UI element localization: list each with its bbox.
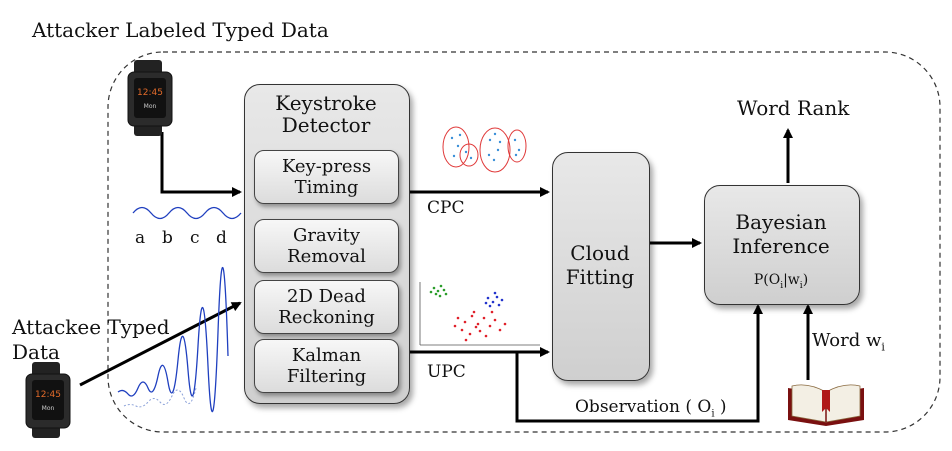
letter-d: d — [216, 228, 227, 248]
cloud-fitting-title: Cloud Fitting — [565, 241, 635, 289]
module-keypress-timing: Key-press Timing — [254, 150, 399, 204]
svg-text:Mon: Mon — [144, 103, 157, 110]
attacker-signal-wave — [132, 206, 242, 220]
upc-scatter-icon — [419, 282, 540, 346]
bayesian-formula: P(Oi|wi) — [753, 272, 809, 291]
module-gravity-removal: Gravity Removal — [254, 219, 399, 273]
cpc-label: CPC — [427, 198, 465, 218]
bayesian-inference-title: Bayesian Inference — [732, 210, 830, 258]
book-icon — [788, 384, 864, 426]
svg-text:12:45: 12:45 — [35, 390, 61, 400]
module-kalman-filtering-label: Kalman Filtering — [286, 345, 367, 387]
arrow-observation — [515, 304, 763, 423]
flow-arrows — [79, 128, 813, 423]
cpc-clusters-icon — [442, 126, 527, 173]
module-dead-reckoning-label: 2D Dead Reckoning — [278, 286, 375, 328]
letter-b: b — [162, 228, 173, 248]
arrow-watch-to-detector — [160, 132, 242, 197]
arrow-attackee-to-detector — [79, 301, 242, 387]
attackee-data-label: Attackee Typed Data — [12, 315, 170, 364]
word-wi-label: Word wi — [812, 330, 885, 354]
module-gravity-removal-label: Gravity Removal — [287, 225, 366, 267]
letter-a: a — [135, 228, 146, 248]
attacker-region-boundary — [107, 51, 941, 433]
attackee-signal-wave — [117, 266, 229, 413]
attacker-data-title: Attacker Labeled Typed Data — [32, 18, 329, 42]
upc-label: UPC — [427, 362, 466, 382]
observation-label: Observation ( Oi ) — [575, 397, 727, 420]
svg-text:12:45: 12:45 — [137, 88, 163, 98]
bayesian-inference-box — [704, 185, 860, 305]
smartwatch-icon: 12:45 Mon — [25, 362, 71, 438]
letter-c: c — [190, 228, 200, 248]
word-rank-label: Word Rank — [737, 96, 850, 120]
module-keypress-timing-label: Key-press Timing — [281, 156, 372, 198]
keystroke-detector-title: Keystroke Detector — [275, 91, 377, 137]
attackee-signal-shadow — [123, 387, 197, 408]
smartwatch-icon: 12:45 Mon — [127, 60, 173, 136]
module-kalman-filtering: Kalman Filtering — [254, 339, 399, 393]
module-dead-reckoning: 2D Dead Reckoning — [254, 280, 399, 334]
svg-text:Mon: Mon — [42, 405, 55, 412]
cloud-fitting-box — [552, 152, 650, 381]
